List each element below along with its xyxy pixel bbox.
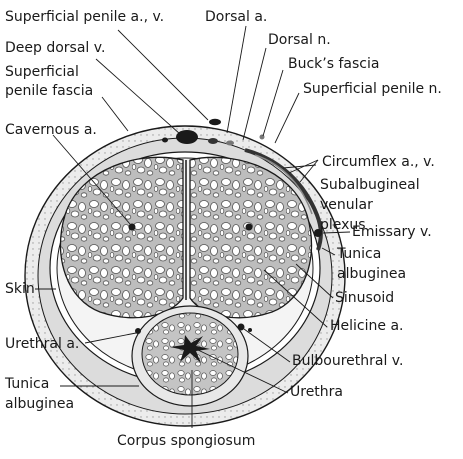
leader-bucks-fascia <box>263 70 283 136</box>
bulbourethral-vein-right <box>238 324 245 331</box>
label-superficial-penile-fascia-line2: penile fascia <box>5 83 93 99</box>
leader-superficial-penile-av <box>118 30 208 120</box>
label-bucks-fascia: Buck’s fascia <box>288 56 379 72</box>
label-sinusoid: Sinusoid <box>335 290 394 306</box>
label-circumflex-av: Circumflex a., v. <box>322 154 435 170</box>
label-urethral-a: Urethral a. <box>5 336 79 352</box>
label-dorsal-a: Dorsal a. <box>205 9 267 25</box>
label-superficial-penile-n: Superficial penile n. <box>303 81 442 97</box>
label-tunica-albuginea-left: Tunica albuginea <box>5 376 74 412</box>
label-corpus-spongiosum: Corpus spongiosum <box>117 433 255 449</box>
label-tunica-right-line2: albuginea <box>337 266 406 282</box>
label-bulbourethral-v: Bulbourethral v. <box>292 353 403 369</box>
superficial-penile-nerve <box>260 135 265 140</box>
dorsal-nerve <box>226 141 234 146</box>
leader-circumflex-2 <box>300 160 318 182</box>
label-deep-dorsal-v: Deep dorsal v. <box>5 40 105 56</box>
label-tunica-left-line2: albuginea <box>5 396 74 412</box>
corpus-spongiosum-body <box>142 313 238 395</box>
label-tunica-albuginea-right: Tunica albuginea <box>337 246 406 282</box>
label-cavernous-a: Cavernous a. <box>5 122 97 138</box>
label-dorsal-n: Dorsal n. <box>268 32 331 48</box>
label-tunica-right-line1: Tunica <box>337 246 406 262</box>
bulbourethral-vein-dot <box>248 328 252 332</box>
leader-superficial-penile-n <box>275 93 299 143</box>
label-superficial-penile-fascia-line1: Superficial <box>5 64 93 80</box>
label-skin: Skin <box>5 281 35 297</box>
label-superficial-penile-fascia: Superficial penile fascia <box>5 64 93 99</box>
dorsal-artery-right <box>208 138 218 144</box>
label-tunica-left-line1: Tunica <box>5 376 74 392</box>
leader-dorsal-n <box>243 48 266 140</box>
label-superficial-penile-av: Superficial penile a., v. <box>5 9 164 25</box>
label-subalbugineal-line2: venular <box>320 197 420 213</box>
label-urethra: Urethra <box>290 384 343 400</box>
superficial-penile-vessel <box>209 119 221 125</box>
dorsal-artery-left <box>162 138 168 143</box>
cavernous-artery-right <box>246 224 253 231</box>
leader-superficial-penile-fascia <box>102 97 128 131</box>
deep-dorsal-vein <box>176 130 198 144</box>
label-subalbugineal-line1: Subalbugineal <box>320 177 420 193</box>
cavernous-artery-left <box>129 224 136 231</box>
leader-deep-dorsal-v <box>96 59 180 134</box>
label-emissary-v: Emissary v. <box>352 224 432 240</box>
label-helicine-a: Helicine a. <box>330 318 403 334</box>
leader-dorsal-a <box>227 26 246 133</box>
